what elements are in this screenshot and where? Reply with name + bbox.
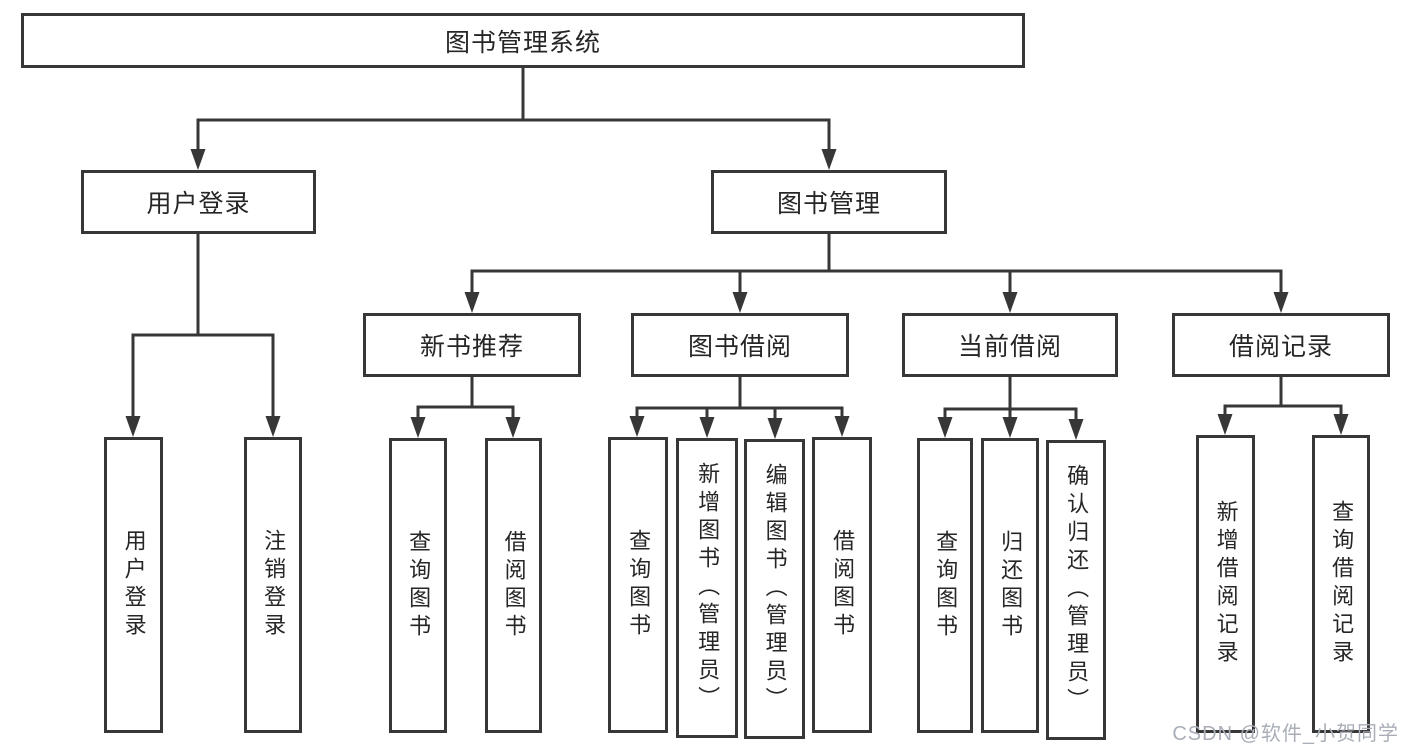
node-leaf-br-add-record: 新增借阅记录 (1196, 435, 1255, 733)
node-leaf-nb-query-book: 查询图书 (389, 438, 447, 733)
node-new-book-recommend: 新书推荐 (363, 313, 581, 377)
node-leaf-br-query-record: 查询借阅记录 (1312, 435, 1370, 733)
node-book-management: 图书管理 (711, 170, 947, 234)
node-leaf-bb-borrow-book: 借阅图书 (812, 437, 872, 733)
node-borrow-records: 借阅记录 (1172, 313, 1390, 377)
node-leaf-bb-edit-book-admin: 编辑图书（管理员） (744, 439, 805, 739)
node-leaf-cb-confirm-return-admin: 确认归还（管理员） (1046, 440, 1106, 740)
node-leaf-bb-add-book-admin: 新增图书（管理员） (676, 438, 738, 738)
node-current-borrow: 当前借阅 (902, 313, 1118, 377)
node-leaf-bb-query-book: 查询图书 (608, 437, 668, 733)
node-leaf-cb-return-book: 归还图书 (981, 438, 1039, 733)
node-leaf-user-login: 用户登录 (104, 437, 163, 733)
node-user-login: 用户登录 (81, 170, 316, 234)
node-leaf-nb-borrow-book: 借阅图书 (485, 438, 542, 733)
csdn-watermark: CSDN @软件_小贺同学 (1172, 723, 1399, 745)
node-leaf-logout: 注销登录 (244, 437, 302, 733)
node-book-borrow: 图书借阅 (631, 313, 849, 377)
node-root: 图书管理系统 (21, 13, 1025, 68)
node-leaf-cb-query-book: 查询图书 (917, 438, 973, 733)
